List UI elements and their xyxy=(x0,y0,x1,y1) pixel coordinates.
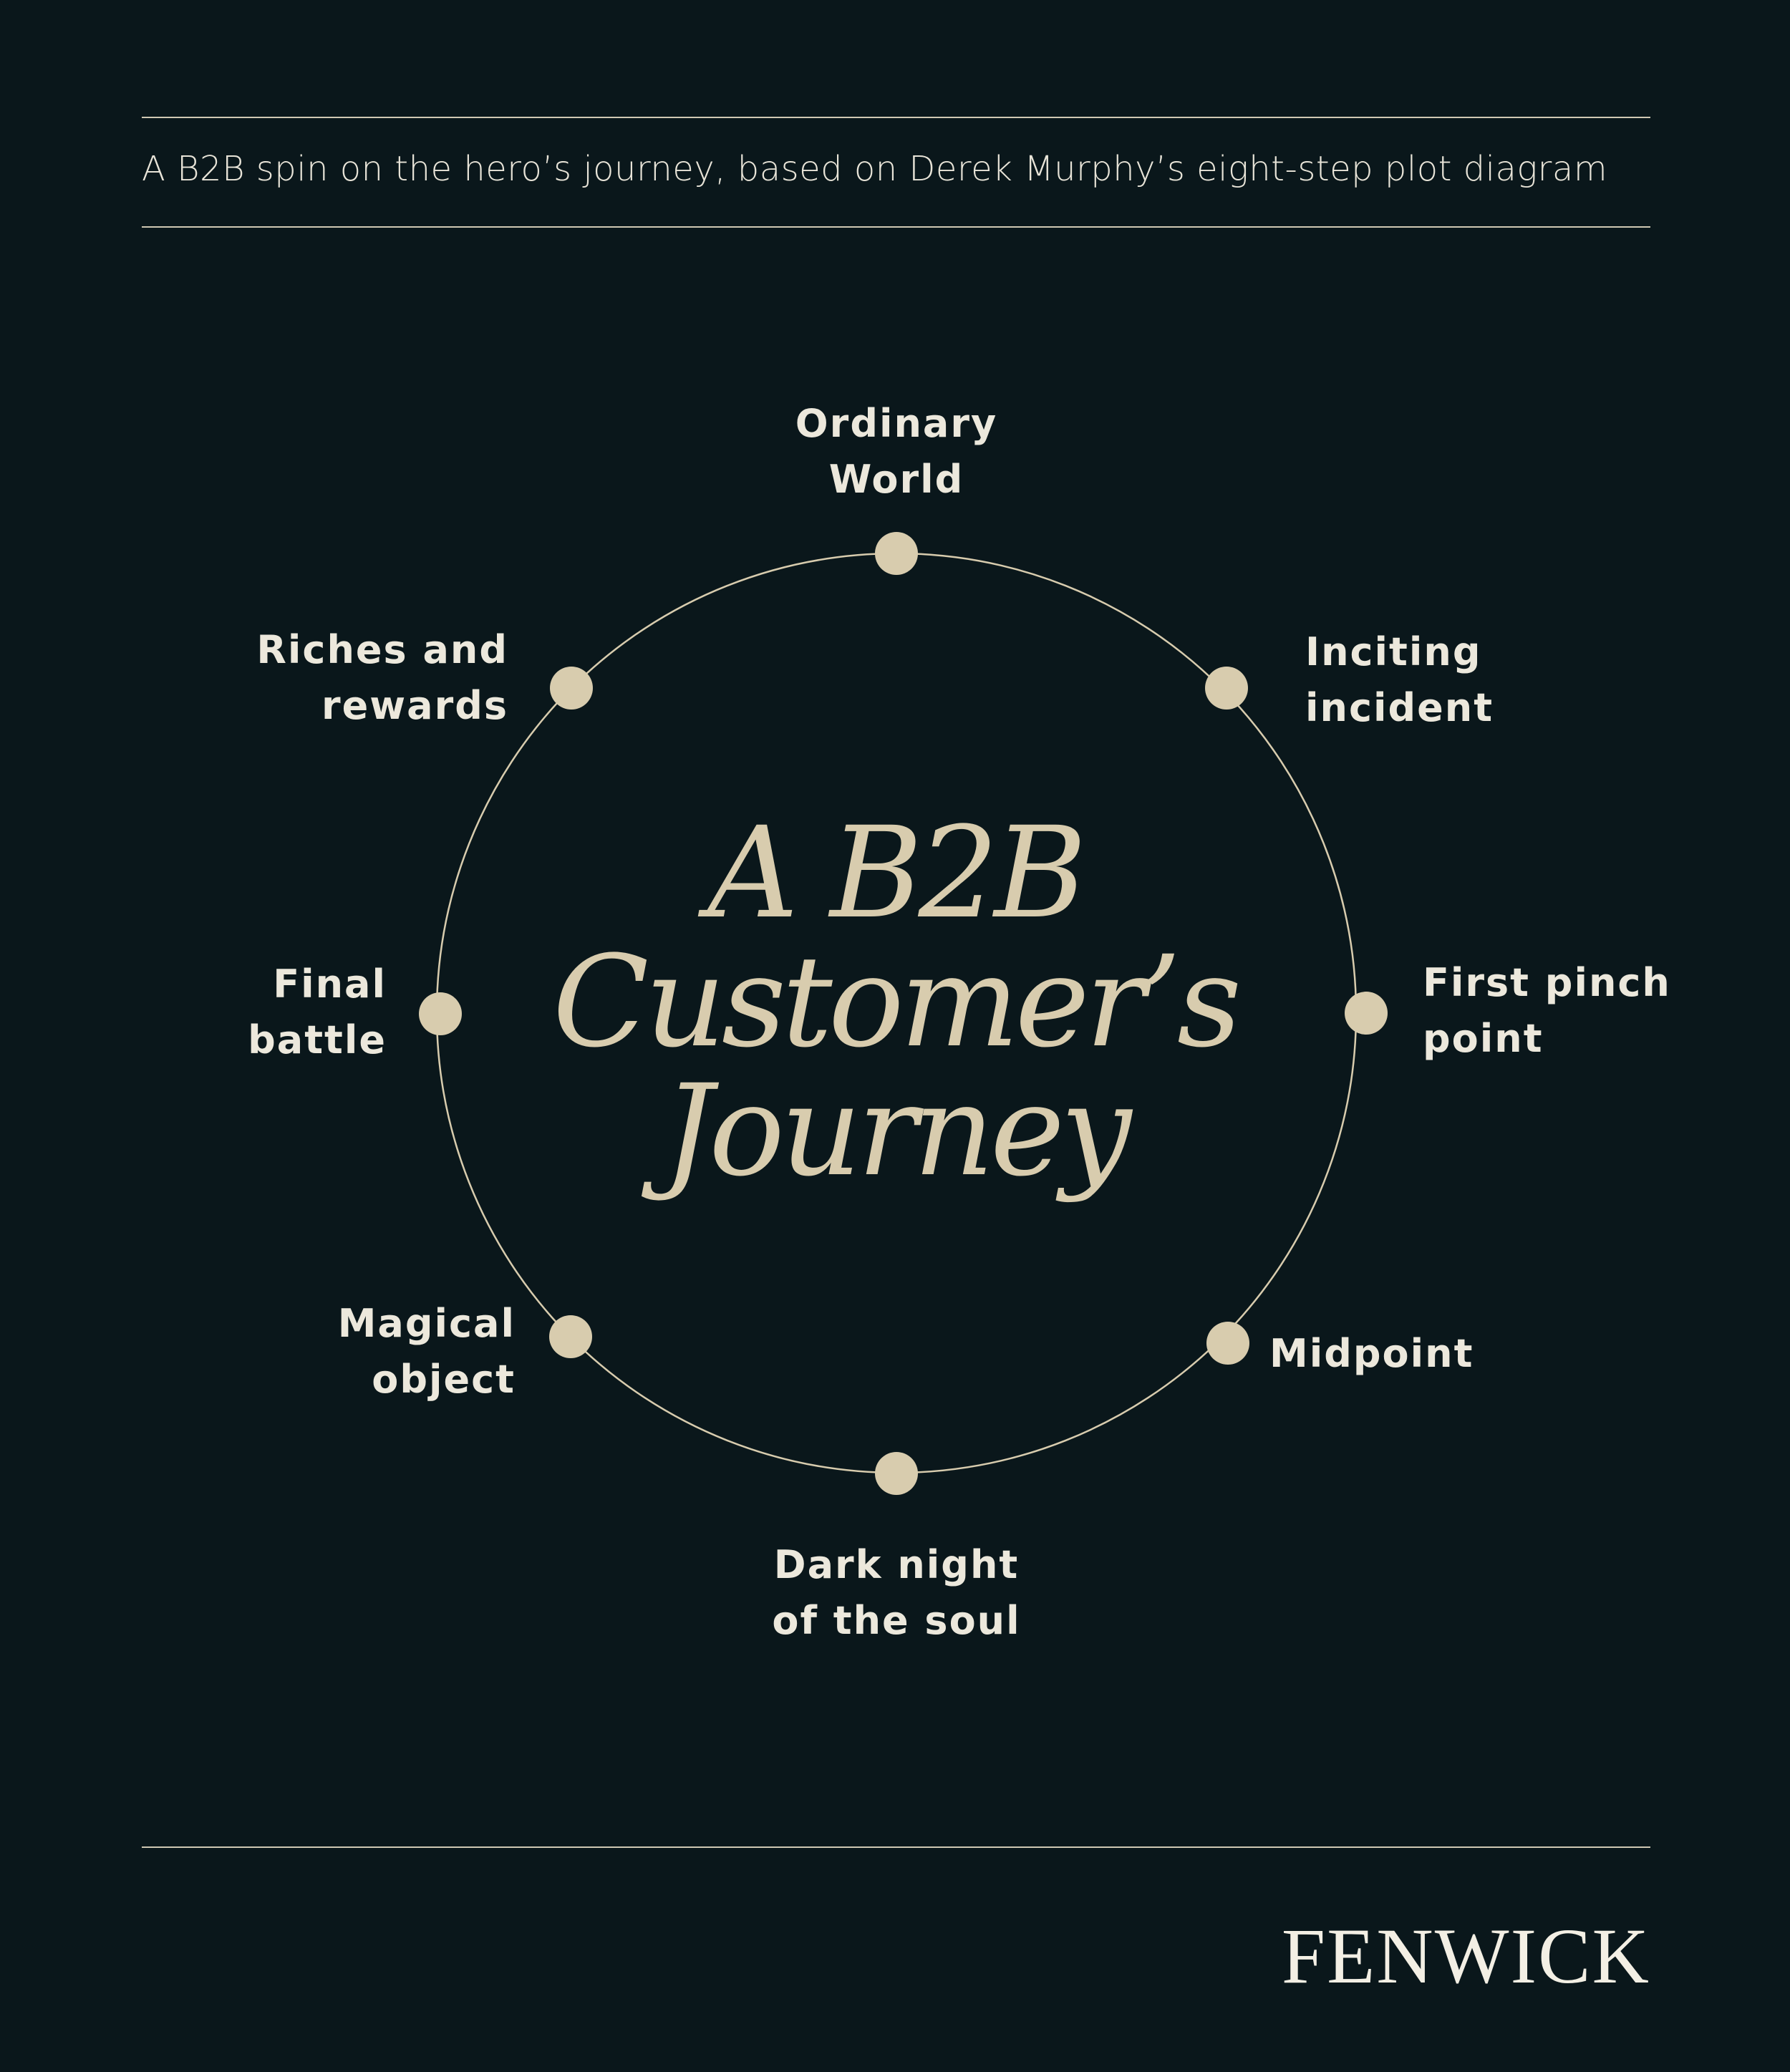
step-dot-riches-rewards xyxy=(550,667,593,710)
step-dot-final-battle xyxy=(419,992,462,1035)
step-label-dark-night: Dark night of the soul xyxy=(772,1542,1021,1643)
diagram-title: A B2B Customer’s Journey xyxy=(552,800,1242,1204)
bottom-rule xyxy=(142,1846,1650,1848)
step-label-final-battle: Final battle xyxy=(248,962,387,1062)
step-dot-ordinary-world xyxy=(875,532,918,575)
subtitle: A B2B spin on the hero’s journey, based … xyxy=(142,149,1608,189)
step-dot-midpoint xyxy=(1206,1322,1249,1365)
step-label-inciting-incident: Inciting incident xyxy=(1305,629,1494,730)
step-label-riches-rewards: Riches and rewards xyxy=(256,627,508,728)
subtitle-rule xyxy=(142,226,1650,228)
step-label-ordinary-world: Ordinary World xyxy=(795,401,998,502)
step-dot-magical-object xyxy=(549,1315,592,1358)
step-dot-dark-night xyxy=(875,1452,918,1495)
top-rule xyxy=(142,117,1650,118)
step-label-midpoint: Midpoint xyxy=(1269,1331,1474,1376)
brand-logo: FENWICK xyxy=(1281,1912,1650,2000)
step-dot-first-pinch-point xyxy=(1345,992,1388,1035)
step-dot-inciting-incident xyxy=(1205,667,1248,710)
step-label-first-pinch-point: First pinch point xyxy=(1423,960,1671,1061)
step-label-magical-object: Magical object xyxy=(337,1301,516,1402)
